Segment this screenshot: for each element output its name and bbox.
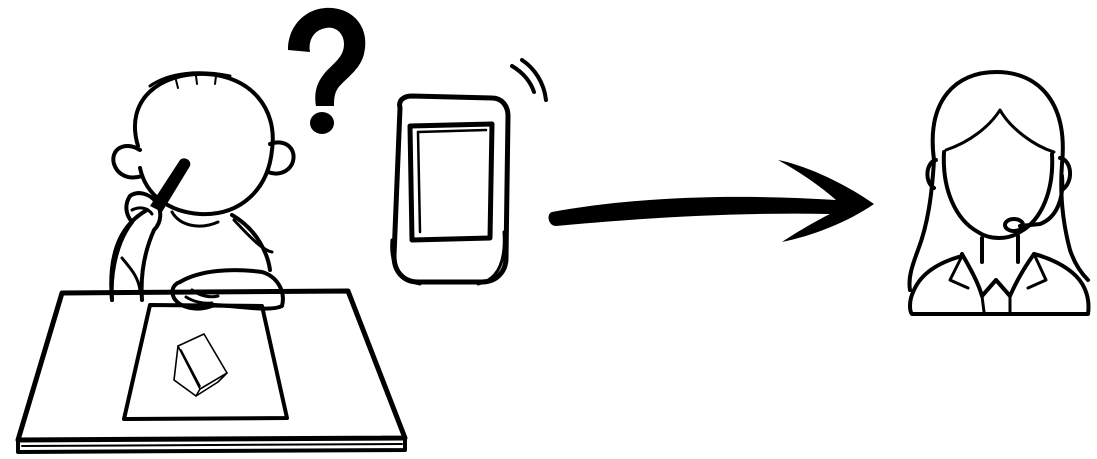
arrow-right-icon (549, 160, 874, 242)
desk (18, 291, 405, 452)
question-mark-icon (288, 8, 365, 134)
cube-sketch (174, 334, 227, 396)
paper-sheet (124, 305, 287, 419)
phone-vibrating-icon (392, 60, 546, 284)
person-at-desk-icon (18, 73, 405, 452)
headset-agent-icon (909, 72, 1088, 314)
